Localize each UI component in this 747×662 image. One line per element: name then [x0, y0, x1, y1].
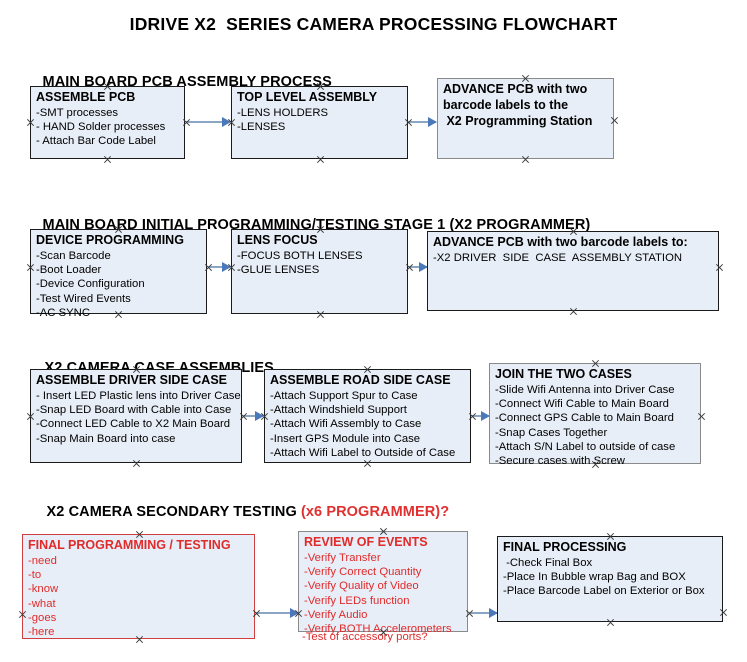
section-heading-x2-camera-secondary-testing: X2 CAMERA SECONDARY TESTING (x6 PROGRAMM…	[30, 488, 450, 536]
node-assemble-pcb[interactable]: ASSEMBLE PCB -SMT processes - HAND Solde…	[30, 86, 185, 159]
node-line: -what	[28, 597, 56, 610]
node-line: -know	[28, 583, 59, 596]
node-assemble-driver-side-case[interactable]: ASSEMBLE DRIVER SIDE CASE - Insert LED P…	[30, 369, 242, 463]
connector-lens-focus-to-advance-pcb	[409, 262, 428, 272]
section-heading-text: X2 CAMERA SECONDARY TESTING	[46, 504, 301, 520]
node-title: TOP LEVEL ASSEMBLY	[237, 90, 378, 104]
node-advance-pcb-to-programming-station[interactable]: ADVANCE PCB with two barcode labels to t…	[437, 78, 614, 159]
node-top-level-assembly[interactable]: TOP LEVEL ASSEMBLY -LENS HOLDERS -LENSES	[231, 86, 408, 159]
node-assemble-road-side-case[interactable]: ASSEMBLE ROAD SIDE CASE -Attach Support …	[264, 369, 471, 463]
node-line: -Test Wired Events	[36, 292, 131, 305]
node-line: -Slide Wifi Antenna into Driver Case	[495, 384, 675, 396]
node-title: ASSEMBLE ROAD SIDE CASE	[270, 373, 451, 387]
node-line: -Verify Audio	[304, 608, 368, 621]
node-lens-focus[interactable]: LENS FOCUS -FOCUS BOTH LENSES -GLUE LENS…	[231, 229, 408, 314]
node-title: FINAL PROCESSING	[503, 540, 627, 554]
node-title: REVIEW OF EVENTS	[304, 535, 428, 549]
page-title: IDRIVE X2 SERIES CAMERA PROCESSING FLOWC…	[129, 14, 618, 34]
node-line: -Scan Barcode	[36, 250, 111, 262]
connector-review-of-events-to-final-processing	[469, 608, 498, 618]
node-line: -Snap Main Board into case	[36, 432, 176, 445]
node-title: JOIN THE TWO CASES	[495, 367, 632, 381]
node-line: -Attach Support Spur to Case	[270, 390, 418, 402]
node-advance-pcb-to-driver-side-case[interactable]: ADVANCE PCB with two barcode labels to: …	[427, 231, 719, 311]
node-line: -Snap LED Board with Cable into Case	[36, 404, 232, 417]
connector-driver-side-to-road-side	[243, 411, 264, 421]
node-line: -X2 DRIVER SIDE CASE ASSEMBLY STATION	[433, 252, 683, 264]
node-title: ASSEMBLE DRIVER SIDE CASE	[36, 373, 228, 387]
node-line: -AC SYNC	[36, 306, 90, 319]
node-line: -need	[28, 555, 57, 567]
node-line: -Verify BOTH Accelerometers	[304, 623, 452, 636]
section-heading-accent: (x6 PROGRAMMER)?	[300, 504, 450, 520]
node-line: -SMT processes	[36, 107, 119, 119]
node-line: -Connect Wifi Cable to Main Board	[495, 398, 669, 411]
node-line: -Attach Windshield Support	[270, 404, 407, 417]
node-line: -Attach Wifi Assembly to Case	[270, 418, 422, 431]
connector-road-side-to-join-cases	[472, 411, 490, 421]
node-line: -GLUE LENSES	[237, 264, 320, 277]
node-line: -LENS HOLDERS	[237, 107, 329, 119]
node-line: -Connect GPS Cable to Main Board	[495, 412, 674, 425]
node-line: -Insert GPS Module into Case	[270, 432, 421, 445]
node-line: -FOCUS BOTH LENSES	[237, 250, 363, 262]
node-overflow-line: -Test of accessory ports?	[302, 631, 428, 643]
connector-assemble-pcb-to-top-level-assembly	[186, 117, 231, 127]
node-review-of-events[interactable]: REVIEW OF EVENTS -Verify Transfer -Verif…	[298, 531, 468, 635]
connector-device-programming-to-lens-focus	[208, 262, 231, 272]
node-title: ADVANCE PCB with two	[443, 82, 588, 96]
node-line: -Attach Wifi Label to Outside of Case	[270, 446, 456, 459]
connector-final-programming-to-review-of-events	[256, 608, 299, 618]
node-device-programming[interactable]: DEVICE PROGRAMMING -Scan Barcode -Boot L…	[30, 229, 207, 319]
connector-top-level-assembly-to-advance-pcb	[408, 117, 437, 127]
node-line: -Verify Correct Quantity	[304, 566, 422, 579]
node-line: -Snap Cases Together	[495, 426, 608, 439]
node-line: -Boot Loader	[36, 264, 102, 277]
node-final-processing[interactable]: FINAL PROCESSING -Check Final Box -Place…	[497, 536, 723, 622]
node-line: -goes	[28, 611, 57, 624]
node-line: -Place In Bubble wrap Bag and BOX	[503, 571, 686, 584]
node-line: -Secure cases with Screw	[495, 455, 625, 468]
node-title-cont: X2 Programming Station	[443, 114, 593, 128]
node-title: LENS FOCUS	[237, 233, 318, 247]
node-title: DEVICE PROGRAMMING	[36, 233, 184, 247]
node-title: FINAL PROGRAMMING / TESTING	[28, 538, 231, 552]
node-line: - Insert LED Plastic lens into Driver Ca…	[36, 390, 241, 402]
node-line: -Device Configuration	[36, 278, 145, 291]
node-line: -Connect LED Cable to X2 Main Board	[36, 418, 231, 431]
node-title-cont: barcode labels to the	[443, 98, 569, 112]
node-line: -Check Final Box	[503, 557, 593, 569]
node-line: -here	[28, 626, 55, 639]
node-line: -Verify LEDs function	[304, 594, 410, 607]
node-join-the-two-cases[interactable]: JOIN THE TWO CASES -Slide Wifi Antenna i…	[489, 363, 701, 467]
node-final-programming-testing[interactable]: FINAL PROGRAMMING / TESTING -need -to -k…	[22, 534, 255, 639]
node-title: ADVANCE PCB with two barcode labels to:	[433, 235, 688, 249]
node-line: -Verify Transfer	[304, 552, 381, 564]
node-line: -Attach S/N Label to outside of case	[495, 440, 676, 453]
node-line: - HAND Solder processes	[36, 121, 166, 134]
node-line: -to	[28, 569, 42, 582]
node-title: ASSEMBLE PCB	[36, 90, 136, 104]
node-line: -Verify Quality of Video	[304, 580, 419, 593]
node-line: -Place Barcode Label on Exterior or Box	[503, 585, 705, 598]
node-line: - Attach Bar Code Label	[36, 135, 156, 148]
node-line: -LENSES	[237, 121, 286, 134]
